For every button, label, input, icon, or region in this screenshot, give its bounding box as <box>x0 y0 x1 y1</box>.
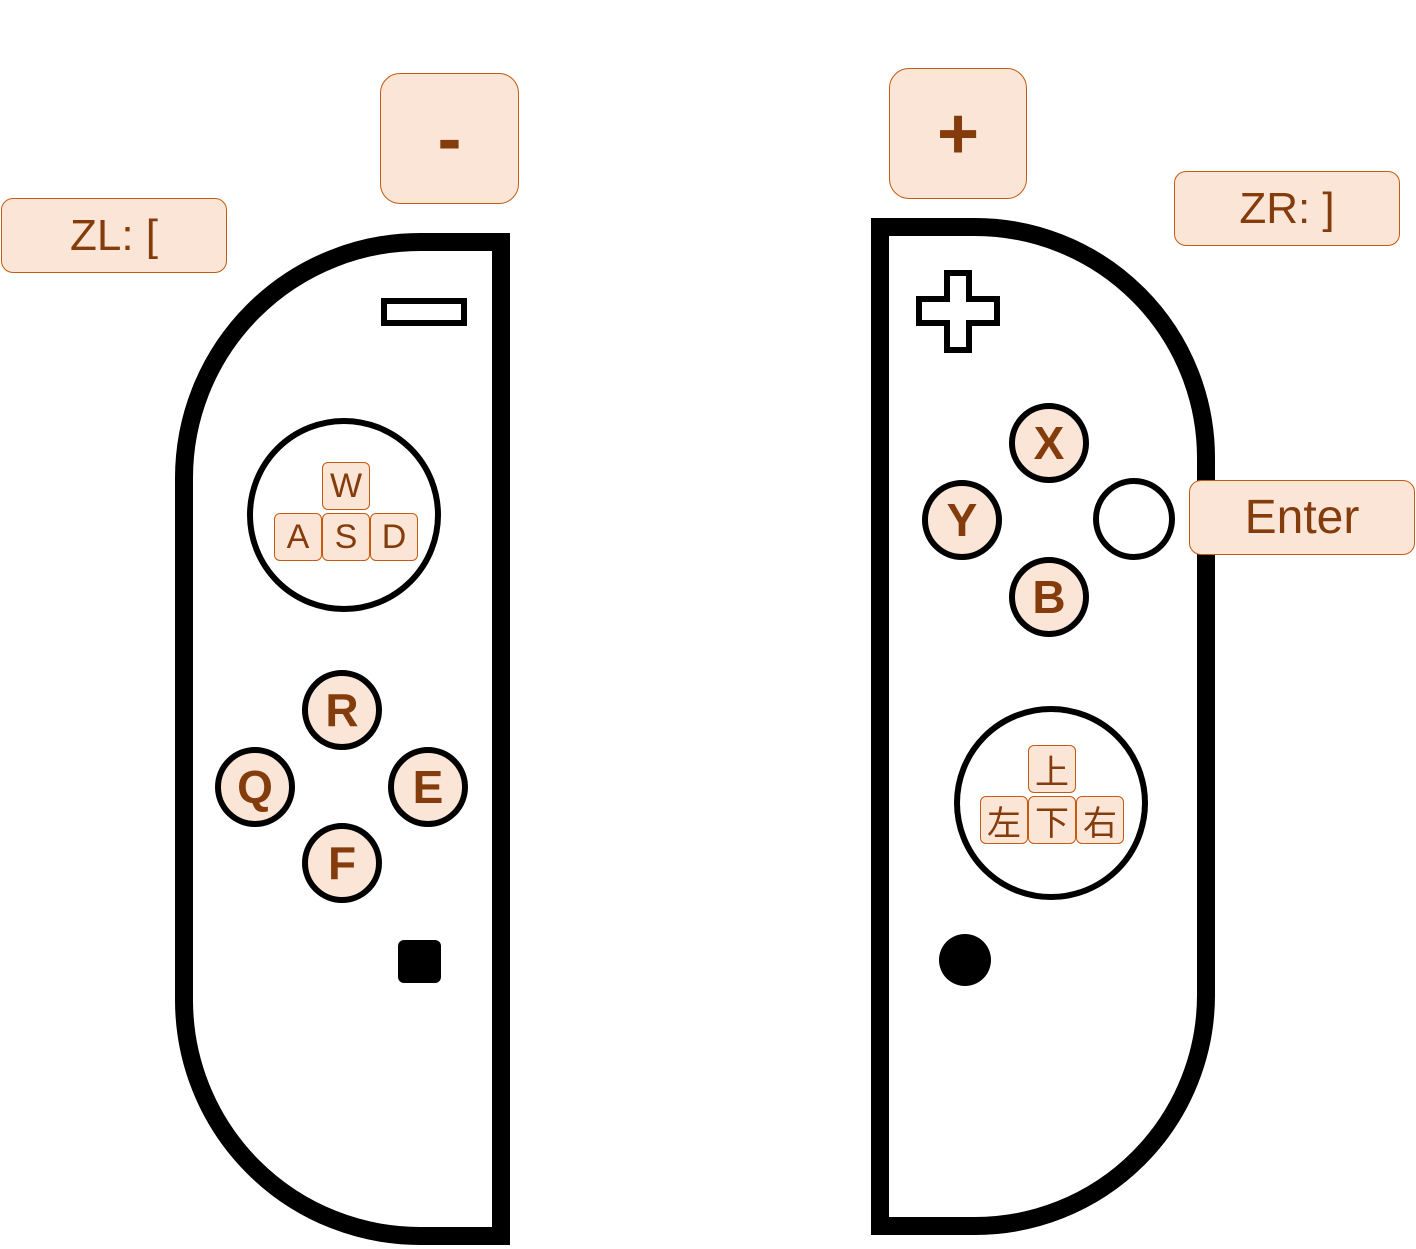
minus-slot-icon <box>381 298 467 326</box>
left-button-bottom: F <box>302 823 382 903</box>
right-button-bottom: B <box>1009 557 1089 637</box>
plus-button-label: + <box>889 68 1027 199</box>
left-button-right: E <box>388 747 468 827</box>
home-button-icon <box>939 934 991 986</box>
left-stick-key-down: S <box>322 513 370 561</box>
zl-label: ZL: [ <box>1 198 227 273</box>
right-button-top: X <box>1009 403 1089 483</box>
left-button-top: R <box>302 670 382 750</box>
right-stick-key-up: 上 <box>1028 745 1076 793</box>
right-button-left: Y <box>922 480 1002 560</box>
minus-button-label: - <box>380 73 519 204</box>
right-stick-key-down: 下 <box>1028 796 1076 844</box>
plus-slot-icon <box>916 270 1000 353</box>
right-stick-key-right: 右 <box>1076 796 1124 844</box>
left-stick-key-up: W <box>322 462 370 510</box>
left-stick-key-right: D <box>370 513 418 561</box>
left-button-left: Q <box>215 747 295 827</box>
enter-label: Enter <box>1189 480 1415 555</box>
capture-button-icon <box>398 940 441 983</box>
left-stick-key-left: A <box>274 513 322 561</box>
a-button-ring <box>1093 478 1175 560</box>
right-stick-key-left: 左 <box>980 796 1028 844</box>
zr-label: ZR: ] <box>1174 171 1400 246</box>
